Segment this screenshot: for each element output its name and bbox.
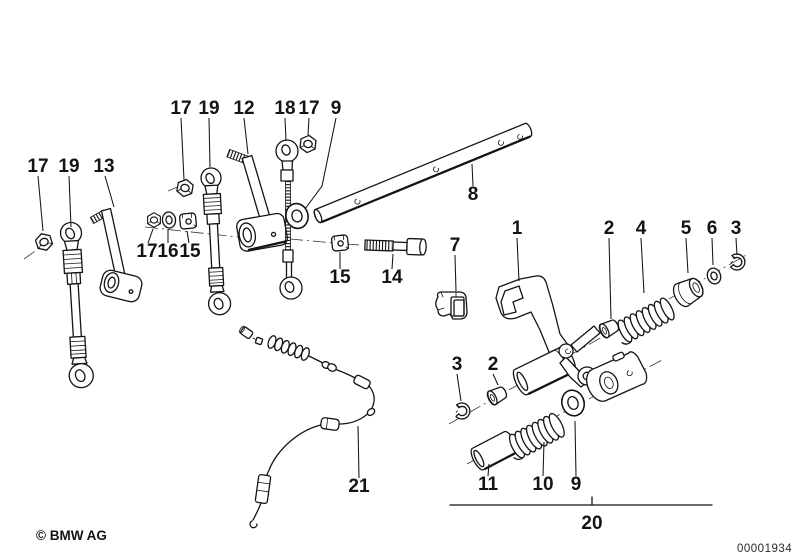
callout-18: 18 — [274, 98, 295, 119]
callout-9-a: 9 — [331, 98, 342, 119]
callout-3-a: 3 — [731, 218, 742, 239]
callout-17-b: 17 — [170, 98, 191, 119]
callout-17-a: 17 — [27, 156, 48, 177]
part-lever-12 — [226, 149, 288, 252]
callout-20: 20 — [581, 513, 602, 534]
part-lever-1 — [495, 275, 601, 396]
callout-6: 6 — [707, 218, 718, 239]
callout-19-a: 19 — [58, 156, 79, 177]
part-washer-16 — [160, 210, 178, 230]
part-washer-6 — [704, 265, 724, 287]
part-cup-5 — [672, 277, 704, 308]
copyright-notice: © BMW AG — [36, 528, 107, 543]
part-nut-17-left — [33, 230, 55, 254]
callout-19-b: 19 — [198, 98, 219, 119]
part-bolt-14 — [364, 237, 427, 256]
part-bushing-2-upper — [596, 316, 622, 340]
part-shaft-8 — [313, 122, 533, 224]
callout-12: 12 — [233, 98, 254, 119]
callout-2-a: 2 — [604, 218, 615, 239]
part-nut-17-small — [147, 212, 161, 228]
part-nut-17-right — [298, 134, 318, 154]
callout-14: 14 — [381, 267, 403, 288]
callout-11: 11 — [478, 474, 499, 495]
part-nut-17-mid — [175, 177, 195, 199]
callout-9-b: 9 — [571, 474, 582, 495]
callout-labels: 17 19 13 17 19 12 18 17 9 8 17 16 15 15 … — [27, 98, 741, 534]
part-spring-4 — [617, 297, 675, 345]
callout-8: 8 — [468, 184, 479, 205]
callout-13: 13 — [93, 156, 114, 177]
part-pivot-bracket — [577, 351, 648, 402]
callout-10: 10 — [532, 474, 553, 495]
callout-16: 16 — [157, 241, 178, 262]
callout-leaders — [37, 117, 738, 479]
callout-17-d: 17 — [136, 241, 157, 262]
callout-3-b: 3 — [452, 354, 463, 375]
part-clip-15-left — [178, 212, 198, 230]
part-bushing-2-lower — [484, 383, 510, 407]
part-clip-7 — [435, 291, 468, 320]
part-grommet-9 — [285, 202, 309, 230]
callout-2-b: 2 — [488, 354, 499, 375]
part-spring-10 — [508, 412, 565, 460]
callout-1: 1 — [512, 218, 523, 239]
group-bracket-20 — [449, 496, 713, 506]
part-lever-13 — [89, 207, 143, 303]
callout-4: 4 — [636, 218, 647, 239]
part-rod-19-left — [59, 221, 94, 389]
callout-21: 21 — [348, 476, 370, 497]
part-clip-15-right — [330, 234, 350, 252]
callout-5: 5 — [681, 218, 692, 239]
part-rod-19-mid — [200, 167, 232, 316]
part-cable-21 — [238, 325, 376, 529]
part-eclip-3-lower — [451, 399, 473, 422]
callout-15-a: 15 — [179, 241, 201, 262]
callout-17-c: 17 — [298, 98, 319, 119]
part-washer-9-lower — [560, 389, 586, 417]
callout-15-b: 15 — [329, 267, 351, 288]
callout-7: 7 — [450, 235, 461, 256]
drawing-number: 00001934 — [737, 543, 792, 555]
